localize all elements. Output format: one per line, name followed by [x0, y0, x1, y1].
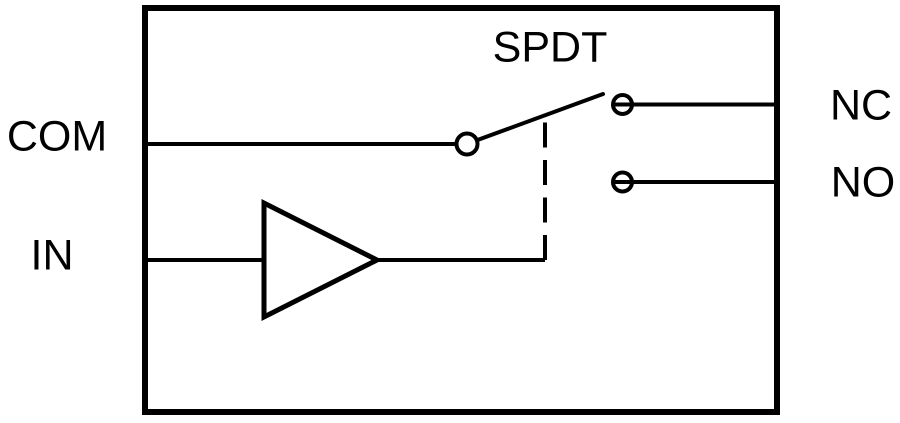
buffer-amplifier-icon [261, 198, 383, 322]
enclosure-box [142, 5, 780, 415]
switch-type-label: SPDT [492, 23, 608, 72]
no-terminal-circle-icon [611, 170, 634, 194]
switch-pole-circle-icon [454, 131, 480, 157]
in-pin-label: IN [30, 231, 74, 280]
nc-terminal-circle-icon [611, 93, 634, 116]
nc-pin-label: NC [829, 81, 893, 130]
switch-arm [475, 92, 605, 142]
com-pin-label: COM [6, 112, 108, 161]
no-pin-label: NO [830, 158, 896, 207]
